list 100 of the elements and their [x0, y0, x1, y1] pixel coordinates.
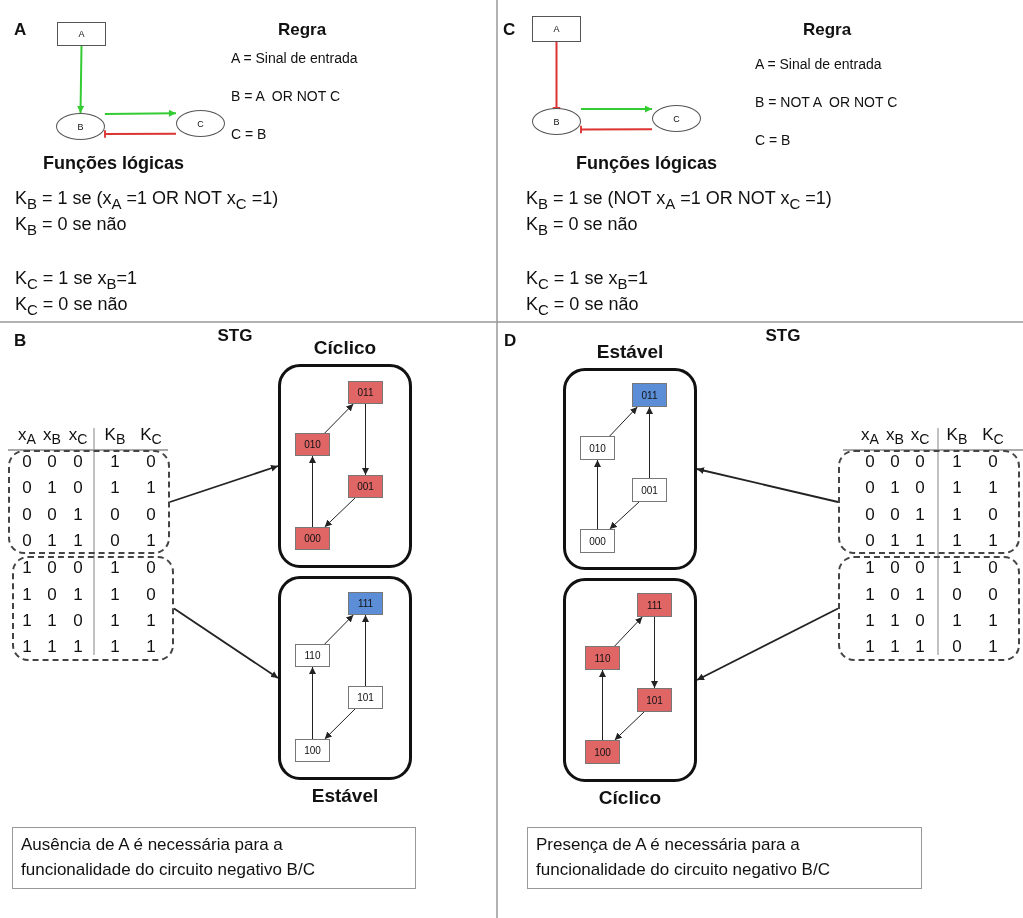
- state-box: [348, 475, 383, 498]
- heading: Funções lógicas: [576, 153, 718, 174]
- table-value: 1: [146, 637, 156, 657]
- table-value: 1: [110, 637, 120, 657]
- table-value: 0: [865, 505, 875, 525]
- column-header: K$_{B}$: [946, 424, 968, 448]
- state-label: 010: [589, 442, 606, 454]
- state-box: [585, 646, 620, 670]
- table-value: 1: [110, 558, 120, 578]
- heading: Funções lógicas: [43, 153, 185, 174]
- table-value: 0: [47, 505, 57, 525]
- table-value: 0: [110, 531, 120, 551]
- table-value: 0: [73, 611, 83, 631]
- state-box: [580, 436, 615, 460]
- table-value: 1: [47, 531, 57, 551]
- dashed-group-box: [838, 450, 1020, 554]
- arrow: [609, 406, 638, 437]
- state-box: [295, 739, 330, 762]
- table-value: 1: [110, 452, 120, 472]
- table-value: 1: [73, 505, 83, 525]
- rule-text: B = A OR NOT C: [231, 88, 341, 105]
- state-label: 000: [304, 533, 321, 544]
- table-value: 1: [146, 611, 156, 631]
- table-value: 0: [988, 585, 998, 605]
- table-value: 0: [146, 585, 156, 605]
- table-value: 0: [146, 558, 156, 578]
- table-value: 0: [73, 478, 83, 498]
- dashed-group-box: [8, 450, 170, 554]
- state-label: 011: [641, 389, 658, 401]
- table-value: 0: [22, 505, 32, 525]
- table-value: 0: [865, 531, 875, 551]
- table-value: 1: [865, 558, 875, 578]
- table-value: 1: [865, 585, 875, 605]
- table-value: 0: [915, 452, 925, 472]
- table-value: 0: [952, 585, 962, 605]
- table-value: 1: [915, 505, 925, 525]
- table-value: 0: [890, 558, 900, 578]
- arrow: [173, 607, 279, 679]
- column-header: x$_{A}$: [861, 424, 879, 448]
- logic-function: K$_{C}$ = 1 se x$_{B}$=1: [15, 268, 137, 292]
- column-header: x$_{C}$: [910, 424, 930, 448]
- state-box: [632, 478, 667, 502]
- table-value: 1: [865, 611, 875, 631]
- heading: STG: [765, 326, 801, 346]
- table-value: 0: [146, 452, 156, 472]
- state-label: 110: [594, 652, 611, 664]
- table-value: 1: [865, 637, 875, 657]
- state-label: 101: [646, 694, 663, 706]
- logic-function: K$_{C}$ = 1 se x$_{B}$=1: [526, 268, 648, 292]
- table-value: 1: [952, 611, 962, 631]
- arrow: [324, 403, 354, 434]
- table-value: 0: [988, 452, 998, 472]
- table-value: 1: [952, 558, 962, 578]
- table-value: 0: [890, 452, 900, 472]
- dashed-group-box: [838, 556, 1020, 661]
- arrow: [614, 711, 645, 741]
- table-value: 0: [73, 558, 83, 578]
- table-value: 1: [22, 585, 32, 605]
- table-value: 0: [890, 585, 900, 605]
- logic-function: K$_{B}$ = 0 se não: [15, 214, 127, 238]
- arrow: [609, 501, 640, 530]
- table-value: 0: [146, 505, 156, 525]
- column-header: K$_{C}$: [140, 424, 162, 448]
- state-label: 000: [589, 535, 606, 547]
- arrow: [309, 666, 316, 740]
- table-value: 0: [47, 585, 57, 605]
- arrow: [324, 614, 354, 645]
- node-label: C: [197, 118, 204, 129]
- table-value: 0: [22, 531, 32, 551]
- table-value: 1: [47, 611, 57, 631]
- state-label: 100: [594, 746, 611, 758]
- panel-letter: B: [14, 331, 27, 351]
- table-value: 0: [47, 452, 57, 472]
- arrow: [614, 616, 643, 647]
- table-value: 0: [915, 558, 925, 578]
- table-value: 1: [915, 531, 925, 551]
- graph-title: Estável: [311, 785, 379, 807]
- state-label: 011: [357, 387, 374, 398]
- table-value: 0: [952, 637, 962, 657]
- graph-title: Cíclico: [313, 337, 377, 359]
- table-value: 1: [988, 611, 998, 631]
- table-value: 1: [952, 478, 962, 498]
- arrow: [651, 616, 658, 689]
- table-value: 0: [47, 558, 57, 578]
- table-value: 0: [865, 452, 875, 472]
- table-value: 0: [865, 478, 875, 498]
- state-box: [295, 644, 330, 667]
- state-box: [295, 527, 330, 550]
- node-label: B: [553, 116, 560, 127]
- rule-text: B = NOT A OR NOT C: [755, 94, 898, 111]
- table-value: 1: [22, 611, 32, 631]
- state-label: 100: [304, 745, 321, 756]
- table-value: 1: [110, 611, 120, 631]
- rule-text: A = Sinal de entrada: [231, 50, 358, 67]
- table-value: 1: [890, 478, 900, 498]
- graph-title: Estável: [596, 341, 664, 363]
- state-label: 101: [357, 692, 374, 703]
- table-value: 1: [22, 637, 32, 657]
- state-label: 001: [641, 484, 658, 496]
- heading: Regra: [802, 20, 852, 40]
